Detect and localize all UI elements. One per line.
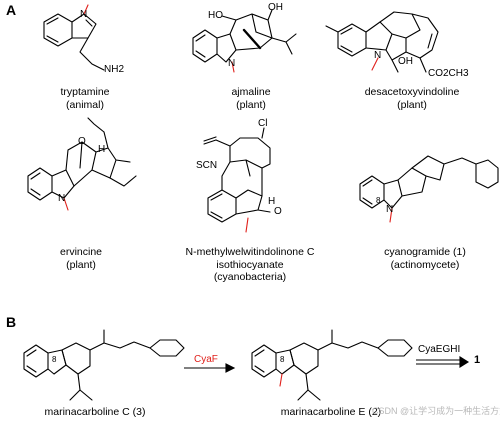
tryptamine-structure xyxy=(43,4,105,71)
watermark: CSDN @让学习成为一种生活方式 xyxy=(372,406,500,416)
compound-name-line2: isothiocyanate xyxy=(216,258,284,271)
compound-source: (plant) xyxy=(236,98,266,111)
arrow-cyaf xyxy=(184,363,236,373)
marinacarboline-c-structure xyxy=(23,329,185,401)
ajmaline-structure xyxy=(192,9,297,73)
enzyme-cyaeghi: CyaEGHI xyxy=(418,344,461,355)
welwitindolinone-o: O xyxy=(274,206,282,217)
welwitindolinone-h: H xyxy=(268,196,276,207)
ervincine-structure xyxy=(27,117,137,211)
compound-name: desacetoxyvindoline xyxy=(364,86,460,98)
cyanogramide-n: N xyxy=(386,204,394,215)
ervincine-o: O xyxy=(78,136,86,147)
desacetoxyvindoline-n: N xyxy=(374,50,382,61)
compound-name: marinacarboline E (2) xyxy=(280,406,382,418)
welwitindolinone-cl: Cl xyxy=(258,118,268,129)
tryptamine-nh2: NH2 xyxy=(104,64,125,75)
product-number: 1 xyxy=(474,354,481,366)
ajmaline-ho: HO xyxy=(208,10,223,21)
ajmaline-oh: OH xyxy=(268,2,283,13)
compound-name: tryptamine xyxy=(60,86,110,98)
panel-label-a: A xyxy=(6,2,17,18)
compound-name-line1: N-methylwelwitindolinone C xyxy=(185,246,315,258)
caption-cyanogramide: cyanogramide (1) (actinomycete) xyxy=(370,246,480,271)
compound-name: marinacarboline C (3) xyxy=(44,406,146,418)
enzyme-cyaf: CyaF xyxy=(194,354,218,365)
compound-source: (cyanobacteria) xyxy=(213,271,287,283)
compound-source: (animal) xyxy=(66,98,104,111)
arrow-cyaeghi xyxy=(416,356,470,368)
caption-desacetoxyvindoline: desacetoxyvindoline (plant) xyxy=(352,86,472,111)
caption-marinacarboline-c: marinacarboline C (3) xyxy=(20,406,170,419)
compound-source: (plant) xyxy=(397,98,427,111)
panel-label-b: B xyxy=(6,314,17,330)
caption-welwitindolinone: N-methylwelwitindolinone C isothiocyanat… xyxy=(170,246,330,284)
caption-tryptamine: tryptamine (animal) xyxy=(40,86,130,111)
caption-ervincine: ervincine (plant) xyxy=(36,246,126,271)
welwitindolinone-structure xyxy=(203,127,271,233)
ervincine-h: H xyxy=(98,144,106,155)
compound-source: (actinomycete) xyxy=(390,258,460,271)
caption-marinacarboline-e: marinacarboline E (2) xyxy=(256,406,406,419)
tryptamine-n: N xyxy=(80,9,88,20)
desacetoxyvindoline-oh: OH xyxy=(398,56,413,67)
caption-ajmaline: ajmaline (plant) xyxy=(206,86,296,111)
compound-name: cyanogramide (1) xyxy=(384,246,466,258)
desacetoxyvindoline-co2ch3: CO2CH3 xyxy=(428,68,469,79)
marinacarboline-e-structure xyxy=(251,329,413,401)
marinacarboline-c-8: 8 xyxy=(52,355,57,364)
cyanogramide-8: 8 xyxy=(376,196,381,205)
welwitindolinone-scn: SCN xyxy=(196,160,218,171)
cyanogramide-structure xyxy=(359,155,499,223)
compound-name: ajmaline xyxy=(231,86,271,98)
ervincine-n: N xyxy=(58,193,66,204)
compound-source: (plant) xyxy=(66,258,96,271)
desacetoxyvindoline-structure xyxy=(325,11,439,73)
marinacarboline-e-8: 8 xyxy=(280,355,285,364)
compound-name: ervincine xyxy=(59,246,103,258)
ajmaline-n: N xyxy=(228,58,236,69)
